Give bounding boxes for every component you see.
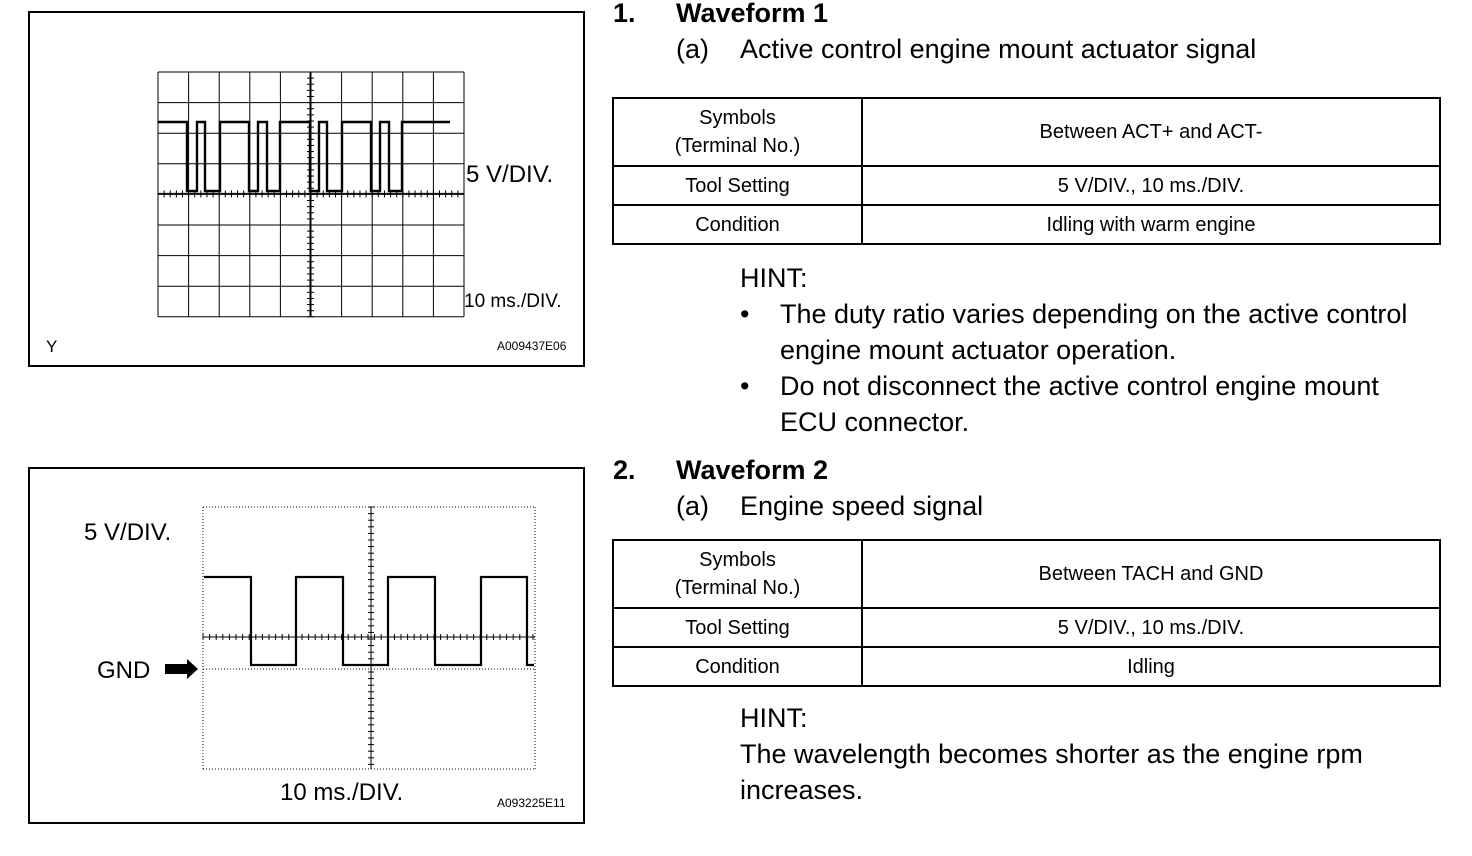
waveform1-corner-mark: Y <box>46 337 58 356</box>
section1-hint-title: HINT: <box>740 263 808 293</box>
table-value-cell: Idling <box>861 646 1441 687</box>
waveform1-time-label: 10 ms./DIV. <box>464 291 562 312</box>
section2-sub-title: Engine speed signal <box>740 491 984 521</box>
table-row: Condition Idling <box>612 646 1441 687</box>
section2-hint-title: HINT: <box>740 703 808 733</box>
table-label-cell: Condition <box>612 204 863 245</box>
gnd-arrow-icon <box>165 659 198 679</box>
table-label-line: (Terminal No.) <box>674 135 801 157</box>
table-value-cell: Between ACT+ and ACT- <box>861 97 1441 167</box>
waveform2-oscilloscope-grid <box>165 506 536 770</box>
table-label-cell: Symbols (Terminal No.) <box>612 539 863 609</box>
table-row: Symbols (Terminal No.) Between TACH and … <box>612 539 1441 609</box>
waveform1-figure-id: A009437E06 <box>497 339 567 353</box>
waveform2-gnd-label: GND <box>97 657 151 684</box>
waveform2-trace <box>204 575 534 667</box>
section1-spec-table: Symbols (Terminal No.) Between ACT+ and … <box>612 97 1441 245</box>
waveform1-volt-label: 5 V/DIV. <box>466 161 554 188</box>
section1-sub-letter: (a) <box>676 34 709 64</box>
section1-sub-title: Active control engine mount actuator sig… <box>740 34 1257 64</box>
section2-number: 2. <box>613 455 636 485</box>
section1-hint-item: • Do not disconnect the active control e… <box>740 368 1430 440</box>
section2-spec-table: Symbols (Terminal No.) Between TACH and … <box>612 539 1441 687</box>
waveform2-volt-label: 5 V/DIV. <box>84 519 172 546</box>
table-row: Tool Setting 5 V/DIV., 10 ms./DIV. <box>612 165 1441 206</box>
bullet-icon: • <box>740 299 750 329</box>
table-value-cell: 5 V/DIV., 10 ms./DIV. <box>861 165 1441 206</box>
waveform1-trace <box>158 120 450 193</box>
table-value-cell: Between TACH and GND <box>861 539 1441 609</box>
section1-title: Waveform 1 <box>676 0 829 28</box>
section2-sub-letter: (a) <box>676 491 709 521</box>
table-label-line: Symbols <box>699 107 776 129</box>
table-label-line: Symbols <box>699 549 776 571</box>
section2-hint-text: The wavelength becomes shorter as the en… <box>740 739 1363 805</box>
section1-number: 1. <box>613 0 636 28</box>
bullet-icon: • <box>740 371 750 401</box>
table-value-cell: Idling with warm engine <box>861 204 1441 245</box>
table-row: Symbols (Terminal No.) Between ACT+ and … <box>612 97 1441 167</box>
table-label-cell: Tool Setting <box>612 165 863 206</box>
section1-hint: HINT: • The duty ratio varies depending … <box>740 260 1430 440</box>
table-label-line: (Terminal No.) <box>674 577 801 599</box>
section2-hint: HINT: The wavelength becomes shorter as … <box>740 700 1440 808</box>
section1-hint-text: The duty ratio varies depending on the a… <box>780 299 1408 365</box>
table-label-cell: Condition <box>612 646 863 687</box>
table-label-cell: Symbols (Terminal No.) <box>612 97 863 167</box>
table-row: Tool Setting 5 V/DIV., 10 ms./DIV. <box>612 607 1441 648</box>
table-label-cell: Tool Setting <box>612 607 863 648</box>
waveform1-figure: 5 V/DIV. 10 ms./DIV. Y A009437E06 <box>28 11 585 367</box>
section1-hint-text: Do not disconnect the active control eng… <box>780 371 1379 437</box>
waveform2-figure: 5 V/DIV. GND 10 ms./DIV. A093225E11 <box>28 467 585 824</box>
section1-hint-item: • The duty ratio varies depending on the… <box>740 296 1430 368</box>
waveform2-time-label: 10 ms./DIV. <box>280 779 404 806</box>
table-row: Condition Idling with warm engine <box>612 204 1441 245</box>
table-value-cell: 5 V/DIV., 10 ms./DIV. <box>861 607 1441 648</box>
waveform2-figure-id: A093225E11 <box>497 796 566 810</box>
waveform1-oscilloscope-grid <box>157 71 465 318</box>
section2-title: Waveform 2 <box>676 455 829 485</box>
